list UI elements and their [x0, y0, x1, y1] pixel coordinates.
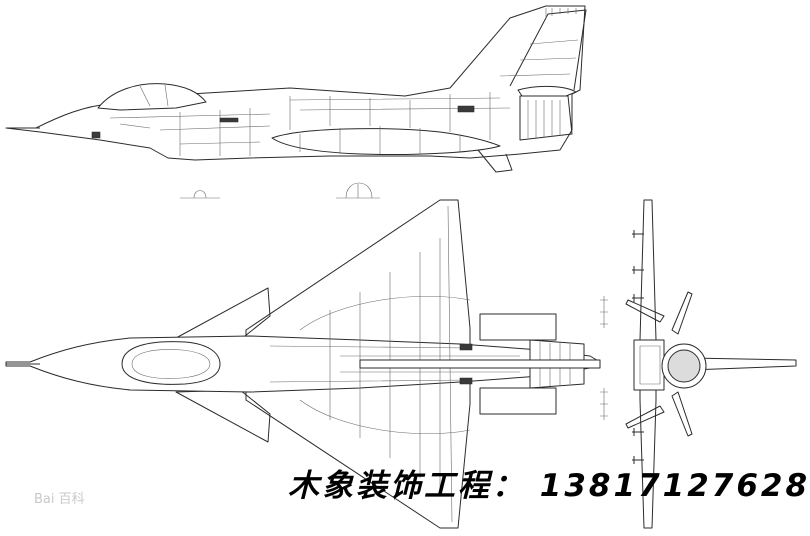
watermark: Bai 百科 — [34, 492, 85, 507]
front-pylons — [632, 230, 644, 464]
side-intake-fairing — [271, 128, 501, 156]
front-canard-lower — [671, 391, 693, 437]
front-centerline-marks — [600, 296, 608, 420]
top-delta-wing — [245, 199, 471, 529]
front-canard-upper — [671, 291, 693, 335]
side-ventral-fin — [477, 149, 513, 173]
side-view-marks — [180, 182, 380, 199]
side-canopy — [97, 83, 207, 111]
side-vertical-tail — [509, 9, 587, 91]
top-canard-lower — [175, 389, 271, 443]
top-canard-upper — [175, 287, 271, 341]
side-fuselage-outline — [5, 5, 586, 161]
side-view — [5, 5, 587, 199]
front-view — [600, 199, 797, 529]
caption-text: 木象装饰工程： 13817127628 — [288, 468, 810, 504]
top-canopy — [121, 341, 221, 385]
top-view — [5, 199, 601, 529]
front-fuselage-section — [633, 339, 665, 391]
